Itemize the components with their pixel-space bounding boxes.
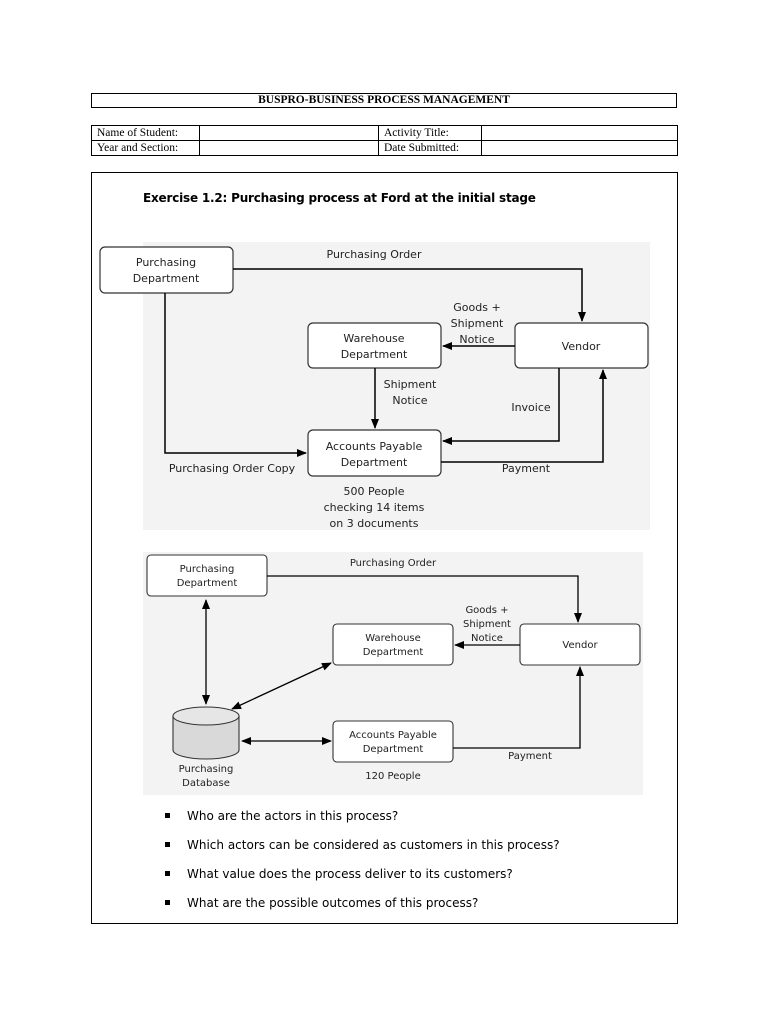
d1-people-note: 500 People checking 14 items on 3 docume… [324,485,425,530]
year-label: Year and Section: [91,140,200,156]
d1-invoice-arrow [442,368,560,445]
document-title: BUSPRO-BUSINESS PROCESS MANAGEMENT [91,93,677,108]
svg-text:Department: Department [133,272,200,285]
svg-text:500 People: 500 People [343,485,404,498]
svg-text:Vendor: Vendor [562,340,601,353]
d1-payment-label: Payment [502,462,551,475]
svg-text:Department: Department [341,348,408,361]
svg-text:checking 14 items: checking 14 items [324,501,425,514]
exercise-title: Exercise 1.2: Purchasing process at Ford… [143,191,536,205]
d2-payment-arrow [453,666,584,749]
question-item: Which actors can be considered as custom… [165,837,560,866]
svg-text:Notice: Notice [392,394,427,407]
svg-text:on 3 documents: on 3 documents [330,517,419,530]
d1-po-copy-label: Purchasing Order Copy [169,462,296,475]
d2-vendor-box: Vendor [519,623,641,666]
bullet-square-icon [165,813,170,818]
date-field[interactable] [481,140,678,156]
d1-po-copy-arrow [164,293,307,457]
d2-database-cylinder-icon [172,706,240,760]
svg-text:Goods +: Goods + [465,605,508,616]
svg-text:Warehouse: Warehouse [365,633,421,644]
student-info-table: Name of Student: Activity Title: Year an… [91,125,678,156]
diagram-initial-stage: Purchasing Department Warehouse Departme… [99,242,650,530]
d1-shipment-notice-label: Shipment Notice [384,378,437,407]
d1-invoice-label: Invoice [511,401,551,414]
date-label: Date Submitted: [378,140,482,156]
d1-purchasing-order-arrow [233,268,586,322]
svg-text:Purchasing: Purchasing [180,564,235,575]
d2-purchasing-order-arrow [267,575,582,623]
svg-text:Shipment: Shipment [384,378,437,391]
d2-purchasing-order-label: Purchasing Order [350,558,437,569]
d1-purchasing-order-label: Purchasing Order [327,248,422,261]
d1-warehouse-department-box: Warehouse Department [307,322,442,369]
bullet-square-icon [165,871,170,876]
question-item: Who are the actors in this process? [165,808,560,837]
bullet-square-icon [165,900,170,905]
d2-goods-notice-label: Goods + Shipment Notice [463,605,511,644]
diagram-reengineered: Purchasing Department Warehouse Departme… [143,552,643,795]
d1-payment-arrow [441,369,607,463]
svg-text:Goods +: Goods + [453,301,500,314]
svg-text:Accounts Payable: Accounts Payable [326,440,423,453]
name-label: Name of Student: [91,125,200,141]
svg-text:Department: Department [177,578,238,589]
d2-database-label: Purchasing Database [179,764,234,789]
question-item: What value does the process deliver to i… [165,866,560,895]
question-item: What are the possible outcomes of this p… [165,895,560,924]
d2-people-note: 120 People [365,771,421,782]
d2-warehouse-department-box: Warehouse Department [332,623,454,666]
d1-vendor-box: Vendor [514,322,649,369]
svg-text:Department: Department [363,744,424,755]
exercise-frame [91,172,678,924]
svg-text:Purchasing: Purchasing [179,764,234,775]
bullet-square-icon [165,842,170,847]
svg-text:Accounts Payable: Accounts Payable [349,730,437,741]
svg-text:Shipment: Shipment [463,619,511,630]
svg-text:Database: Database [182,778,230,789]
d2-accounts-payable-box: Accounts Payable Department [332,720,454,763]
d1-accounts-payable-box: Accounts Payable Department [307,429,442,477]
svg-text:Department: Department [341,456,408,469]
svg-text:Notice: Notice [471,633,503,644]
d2-database-warehouse-arrow [231,662,332,710]
d1-purchasing-department-box: Purchasing Department [99,246,234,294]
question-list: Who are the actors in this process? Whic… [165,808,560,924]
svg-text:Notice: Notice [459,333,494,346]
d1-goods-notice-label: Goods + Shipment Notice [451,301,504,346]
d2-payment-label: Payment [508,751,552,762]
svg-text:Warehouse: Warehouse [343,332,404,345]
svg-text:Vendor: Vendor [562,640,598,651]
d2-purchasing-department-box: Purchasing Department [146,554,268,597]
svg-text:Purchasing: Purchasing [136,256,196,269]
svg-text:Shipment: Shipment [451,317,504,330]
svg-text:Department: Department [363,647,424,658]
